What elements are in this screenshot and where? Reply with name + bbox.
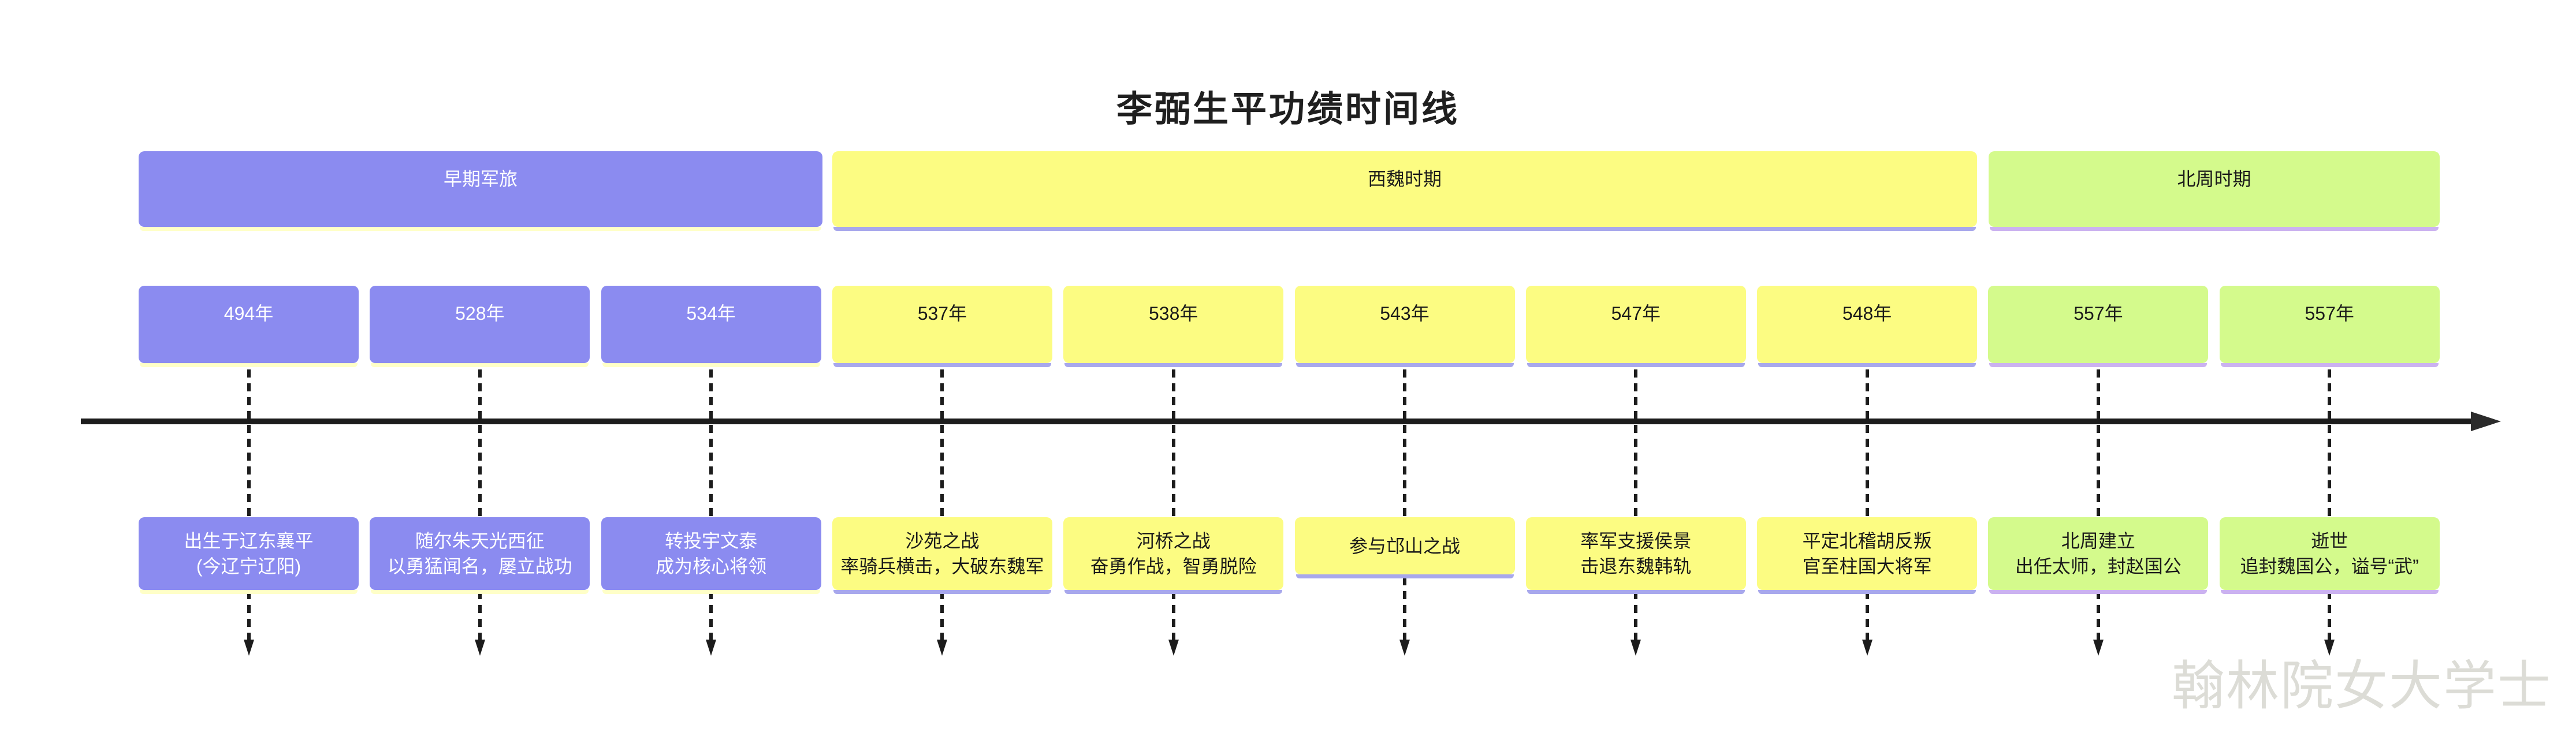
dashed-connector [247,369,251,641]
dashed-connector [1171,369,1175,641]
event-desc-line: 率军支援侯景 [1580,530,1692,551]
period-box-western-wei: 西魏时期 [832,151,1977,231]
event-column: 557年 北周建立 出任太师，封赵国公 [1988,0,2209,736]
event-column: 537年 沙苑之战 率骑兵横击，大破东魏军 [832,0,1052,736]
event-column: 543年 参与邙山之战 [1294,0,1515,736]
period-label: 西魏时期 [1367,169,1442,189]
dashed-connector [1634,369,1638,641]
year-box: 528年 [370,286,590,367]
dashed-connector [2328,369,2332,641]
down-arrowhead-icon [937,640,948,656]
year-box: 557年 [1988,286,2209,367]
event-desc-line: 奋勇作战，智勇脱险 [1090,556,1257,577]
year-label: 543年 [1380,303,1430,324]
year-label: 557年 [2074,303,2123,324]
dashed-connector [2096,369,2100,641]
down-arrowhead-icon [1168,640,1179,656]
event-desc-line: 沙苑之战 [905,530,980,551]
event-desc-box: 转投宇文泰 成为核心将领 [601,517,821,594]
event-column: 557年 逝世 追封魏国公，谥号“武” [2219,0,2440,736]
event-desc-line: 转投宇文泰 [665,530,758,551]
dashed-connector [1403,369,1406,641]
down-arrowhead-icon [706,640,717,656]
event-desc-line: (今辽宁辽阳) [196,556,301,577]
event-desc-box: 沙苑之战 率骑兵横击，大破东魏军 [832,517,1052,594]
dashed-connector [940,369,944,641]
year-box: 543年 [1294,286,1515,367]
event-desc-box: 逝世 追封魏国公，谥号“武” [2219,517,2440,594]
event-desc-line: 平定北稽胡反叛 [1802,530,1932,551]
event-desc-line: 随尔朱天光西征 [415,530,545,551]
down-arrowhead-icon [243,640,254,656]
watermark: 翰林院女大学士 [2171,657,2552,716]
down-arrowhead-icon [1399,640,1410,656]
year-label: 534年 [686,303,736,324]
event-desc-box: 随尔朱天光西征 以勇猛闻名，屡立战功 [370,517,590,594]
year-label: 494年 [224,303,274,324]
down-arrowhead-icon [1631,640,1641,656]
year-label: 538年 [1148,303,1198,324]
event-column: 547年 率军支援侯景 击退东魏韩轨 [1525,0,1746,736]
event-column: 538年 河桥之战 奋勇作战，智勇脱险 [1063,0,1284,736]
year-box: 494年 [139,286,359,367]
event-desc-line: 出任太师，封赵国公 [2015,556,2182,577]
event-desc-box: 平定北稽胡反叛 官至柱国大将军 [1757,517,1978,594]
period-label: 早期军旅 [443,169,518,189]
event-desc-line: 出生于辽东襄平 [184,530,314,551]
event-desc-box: 率军支援侯景 击退东魏韩轨 [1525,517,1746,594]
year-label: 547年 [1611,303,1661,324]
event-column: 548年 平定北稽胡反叛 官至柱国大将军 [1757,0,1978,736]
year-box: 538年 [1063,286,1284,367]
period-box-early-military: 早期军旅 [139,151,822,231]
event-desc-box: 北周建立 出任太师，封赵国公 [1988,517,2209,594]
year-label: 537年 [917,303,967,324]
dashed-connector [1865,369,1869,641]
year-box: 537年 [832,286,1052,367]
event-column: 534年 转投宇文泰 成为核心将领 [601,0,821,736]
event-column: 494年 出生于辽东襄平 (今辽宁辽阳) [139,0,359,736]
event-desc-line: 追封魏国公，谥号“武” [2240,556,2419,577]
event-desc-line: 逝世 [2311,530,2348,551]
event-desc-line: 击退东魏韩轨 [1580,556,1692,577]
year-label: 548年 [1842,303,1892,324]
event-desc-line: 以勇猛闻名，屡立战功 [387,556,572,577]
event-desc-line: 率骑兵横击，大破东魏军 [840,556,1044,577]
event-desc-line: 参与邙山之战 [1349,535,1460,556]
down-arrowhead-icon [2324,640,2335,656]
event-desc-box: 参与邙山之战 [1294,517,1515,578]
down-arrowhead-icon [474,640,485,656]
down-arrowhead-icon [1862,640,1873,656]
page-title: 李弼生平功绩时间线 [1116,89,1460,129]
year-box: 548年 [1757,286,1978,367]
period-box-northern-zhou: 北周时期 [1989,151,2440,231]
event-desc-line: 北周建立 [2061,530,2135,551]
event-desc-line: 成为核心将领 [656,556,767,577]
down-arrowhead-icon [2093,640,2104,656]
dashed-connector [478,369,482,641]
dashed-connector [709,369,713,641]
event-desc-line: 官至柱国大将军 [1802,556,1932,577]
year-label: 528年 [455,303,505,324]
event-desc-box: 出生于辽东襄平 (今辽宁辽阳) [139,517,359,594]
year-label: 557年 [2305,303,2354,324]
timeline-axis-line [81,419,2472,424]
event-desc-box: 河桥之战 奋勇作战，智勇脱险 [1063,517,1284,594]
year-box: 547年 [1525,286,1746,367]
period-label: 北周时期 [2177,169,2251,189]
timeline-right-arrowhead-icon [2471,412,2501,431]
event-column: 528年 随尔朱天光西征 以勇猛闻名，屡立战功 [370,0,590,736]
year-box: 534年 [601,286,821,367]
year-box: 557年 [2219,286,2440,367]
event-desc-line: 河桥之战 [1136,530,1211,551]
